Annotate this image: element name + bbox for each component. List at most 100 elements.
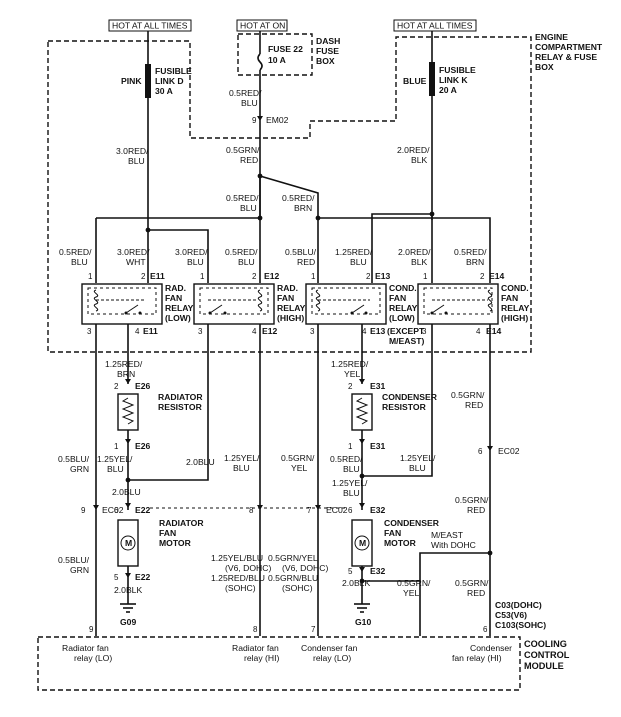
svg-text:FAN: FAN: [501, 293, 518, 303]
svg-text:0.5RED/: 0.5RED/: [225, 247, 258, 257]
svg-text:1.25RED/: 1.25RED/: [335, 247, 373, 257]
svg-text:E22: E22: [135, 572, 151, 582]
module-wire-6: 0.5GRN/ RED 6 EC02 0.5GRN/ RED M/EAST Wi…: [419, 324, 546, 636]
svg-text:5: 5: [348, 567, 353, 576]
relay-e13: 1 2 E13 3 4 E13 COND. FAN RELAY (LOW) (E…: [305, 271, 425, 346]
svg-text:HOT AT ON: HOT AT ON: [240, 21, 285, 31]
svg-text:DASH: DASH: [316, 36, 340, 46]
svg-text:BLU: BLU: [240, 203, 257, 213]
svg-text:FUSIBLE: FUSIBLE: [155, 66, 192, 76]
svg-text:3: 3: [422, 327, 427, 336]
svg-text:0.5GRN/: 0.5GRN/: [397, 578, 431, 588]
svg-text:E11: E11: [150, 271, 165, 281]
svg-text:EC02: EC02: [102, 505, 124, 515]
svg-text:BLUE: BLUE: [403, 76, 427, 86]
svg-text:0.5GRN/: 0.5GRN/: [455, 578, 489, 588]
condenser-branch: 1.25RED/ YEL 2 E31 CONDENSER RESISTOR 1 …: [330, 324, 440, 636]
svg-text:1.25YEL/: 1.25YEL/: [224, 453, 260, 463]
svg-text:G09: G09: [120, 617, 136, 627]
svg-text:4: 4: [476, 327, 481, 336]
svg-text:PINK: PINK: [121, 76, 142, 86]
svg-text:WHT: WHT: [126, 257, 146, 267]
svg-text:COND.: COND.: [389, 283, 417, 293]
svg-text:RESISTOR: RESISTOR: [382, 402, 427, 412]
svg-text:RED: RED: [297, 257, 315, 267]
svg-text:BOX: BOX: [316, 56, 335, 66]
svg-text:1: 1: [114, 442, 119, 451]
svg-text:Radiator fan: Radiator fan: [62, 643, 109, 653]
svg-text:RED: RED: [467, 588, 485, 598]
svg-text:E31: E31: [370, 381, 386, 391]
svg-text:MOTOR: MOTOR: [159, 538, 192, 548]
svg-text:RADIATOR: RADIATOR: [158, 392, 203, 402]
svg-text:M/EAST): M/EAST): [389, 336, 424, 346]
svg-text:6: 6: [114, 506, 119, 515]
svg-text:CONTROL: CONTROL: [524, 650, 570, 660]
engine-compartment-box: [47, 36, 532, 353]
svg-text:20 A: 20 A: [439, 85, 457, 95]
svg-text:1.25YEL/: 1.25YEL/: [332, 478, 368, 488]
svg-text:0.5BLU/: 0.5BLU/: [58, 555, 90, 565]
fusible-link-d: PINK FUSIBLE LINK D 30 A: [121, 31, 192, 220]
svg-text:BLU: BLU: [128, 156, 145, 166]
svg-text:2.0BLK: 2.0BLK: [342, 578, 370, 588]
svg-text:E26: E26: [135, 441, 151, 451]
svg-text:E26: E26: [135, 381, 151, 391]
svg-text:2: 2: [141, 272, 146, 281]
svg-text:E12: E12: [264, 271, 280, 281]
svg-text:2: 2: [252, 272, 257, 281]
svg-text:BLU: BLU: [241, 98, 258, 108]
svg-text:E13: E13: [370, 326, 386, 336]
svg-text:2: 2: [480, 272, 485, 281]
svg-text:HOT AT ALL TIMES: HOT AT ALL TIMES: [112, 21, 188, 31]
svg-text:BRN: BRN: [466, 257, 484, 267]
svg-text:3.0RED/: 3.0RED/: [117, 247, 150, 257]
svg-text:M/EAST: M/EAST: [431, 530, 464, 540]
svg-text:0.5BLU/: 0.5BLU/: [58, 454, 90, 464]
svg-text:GRN: GRN: [70, 464, 89, 474]
svg-text:4: 4: [362, 327, 367, 336]
svg-text:(LOW): (LOW): [389, 313, 415, 323]
svg-text:FUSE 22: FUSE 22: [268, 44, 303, 54]
svg-text:FUSE: FUSE: [316, 46, 339, 56]
svg-text:1.25RED/: 1.25RED/: [105, 359, 143, 369]
svg-text:2.0BLU: 2.0BLU: [186, 457, 215, 467]
svg-text:(SOHC): (SOHC): [282, 583, 313, 593]
svg-text:RAD.: RAD.: [165, 283, 186, 293]
svg-text:6: 6: [483, 625, 488, 634]
svg-text:EC02: EC02: [498, 446, 520, 456]
svg-text:6: 6: [478, 447, 483, 456]
svg-text:3: 3: [310, 327, 315, 336]
svg-text:BRN: BRN: [294, 203, 312, 213]
svg-text:(LOW): (LOW): [165, 313, 191, 323]
svg-text:(EXCEPT: (EXCEPT: [387, 326, 425, 336]
svg-text:RELAY: RELAY: [389, 303, 418, 313]
svg-text:Condenser: Condenser: [470, 643, 512, 653]
svg-text:RELAY: RELAY: [501, 303, 530, 313]
svg-text:2: 2: [114, 382, 119, 391]
svg-text:0.5RED/: 0.5RED/: [454, 247, 487, 257]
svg-text:FAN: FAN: [159, 528, 176, 538]
svg-text:BLU: BLU: [350, 257, 367, 267]
svg-text:BLK: BLK: [411, 257, 428, 267]
svg-text:relay (LO): relay (LO): [313, 653, 351, 663]
svg-text:4: 4: [252, 327, 257, 336]
relay-e12: 1 2 E12 3 4 E12 RAD. FAN RELAY (HIGH): [193, 271, 306, 336]
svg-text:7: 7: [307, 506, 312, 515]
svg-text:RED: RED: [240, 155, 258, 165]
svg-text:RELAY: RELAY: [165, 303, 194, 313]
svg-text:With DOHC: With DOHC: [431, 540, 476, 550]
svg-text:0.5RED/: 0.5RED/: [282, 193, 315, 203]
svg-text:C53(V6): C53(V6): [495, 610, 527, 620]
svg-text:1: 1: [311, 272, 316, 281]
svg-text:FAN: FAN: [277, 293, 294, 303]
svg-text:1.25YEL/: 1.25YEL/: [97, 454, 133, 464]
svg-text:YEL: YEL: [291, 463, 307, 473]
svg-text:RADIATOR: RADIATOR: [159, 518, 204, 528]
svg-text:0.5BLU/: 0.5BLU/: [285, 247, 317, 257]
svg-text:BLU: BLU: [71, 257, 88, 267]
svg-text:1.25YEL/BLU: 1.25YEL/BLU: [211, 553, 263, 563]
header-hot-right: HOT AT ALL TIMES: [393, 19, 477, 32]
svg-text:LINK K: LINK K: [439, 75, 468, 85]
svg-text:(HIGH): (HIGH): [501, 313, 528, 323]
